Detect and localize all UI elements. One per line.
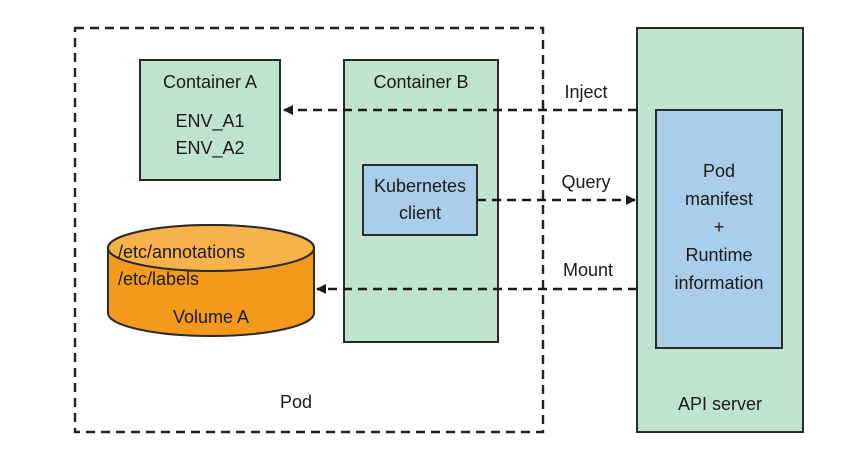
- container-b-title: Container B: [373, 72, 468, 92]
- container-a-env-1: ENV_A1: [175, 111, 244, 132]
- kubernetes-client-line-2: client: [399, 203, 441, 223]
- volume-a-path-2: /etc/labels: [118, 269, 199, 289]
- pod-manifest-line-5: information: [674, 273, 763, 293]
- pod-manifest-line-2: manifest: [685, 189, 753, 209]
- pod-manifest-line-3: +: [714, 217, 725, 237]
- mount-label: Mount: [563, 260, 613, 280]
- volume-a-top: [107, 224, 315, 272]
- container-a-env-2: ENV_A2: [175, 138, 244, 159]
- pod-manifest-line-4: Runtime: [685, 245, 752, 265]
- kubernetes-client-line-1: Kubernetes: [374, 176, 466, 196]
- volume-a-path-1: /etc/annotations: [118, 242, 245, 262]
- api-server-label: API server: [678, 394, 762, 414]
- pod-label: Pod: [280, 392, 312, 412]
- pod-boundary: [73, 26, 545, 434]
- container-a: [139, 59, 281, 181]
- pod-manifest-line-1: Pod: [703, 161, 735, 181]
- pod-manifest: [655, 109, 783, 349]
- container-a-title: Container A: [163, 72, 257, 92]
- inject-label: Inject: [564, 82, 607, 102]
- volume-a-label: Volume A: [173, 307, 249, 327]
- query-label: Query: [561, 172, 610, 192]
